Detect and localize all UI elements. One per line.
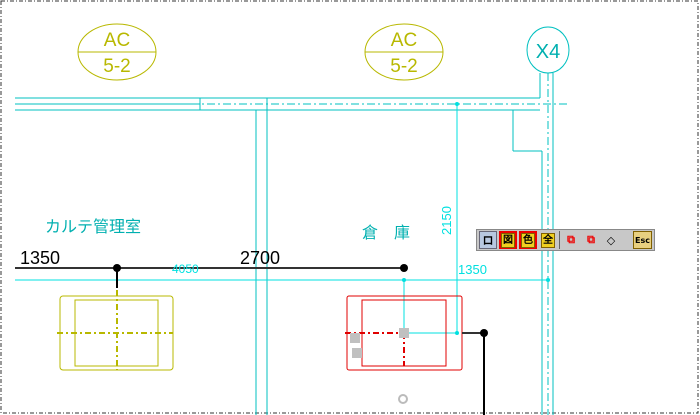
pin-icon: ロ — [482, 234, 494, 247]
ac-tag-2 — [364, 23, 444, 81]
ac-tag-2-top: AC — [391, 30, 417, 51]
all-button[interactable]: 全 — [539, 231, 557, 249]
pin-button[interactable]: ロ — [479, 231, 497, 249]
eraser-icon: ◇ — [606, 233, 616, 247]
separator — [559, 231, 560, 249]
ac-unit-red-selected — [345, 295, 463, 371]
ac-unit-yellow — [57, 290, 174, 371]
grid-label: X4 — [536, 41, 560, 63]
move-icon: ⧉ — [587, 233, 595, 246]
color-button[interactable]: 色 — [519, 231, 537, 249]
erase-button[interactable]: ◇ — [602, 231, 620, 249]
escape-button[interactable]: Esc — [633, 231, 652, 249]
room-label-chart-room: カルテ管理室 — [45, 218, 141, 236]
copy-icon: ⧉ — [567, 233, 575, 246]
grip-handle — [350, 333, 360, 343]
dimension-2700: 2700 — [240, 248, 280, 268]
copy-button[interactable]: ⧉ — [562, 231, 580, 249]
all-icon: 全 — [541, 232, 555, 248]
grip-handle — [352, 348, 362, 358]
move-button[interactable]: ⧉ — [582, 231, 600, 249]
floating-toolbar: ロ 図 色 全 ⧉ ⧉ ◇ Esc — [476, 229, 655, 251]
figure-icon: 図 — [501, 232, 515, 248]
color-icon: 色 — [521, 232, 535, 248]
ac-tag-2-bottom: 5-2 — [390, 56, 417, 77]
dimension-2150: 2150 — [439, 206, 454, 235]
figure-button[interactable]: 図 — [499, 231, 517, 249]
escape-label: Esc — [635, 235, 650, 245]
ac-tag-1 — [77, 23, 157, 81]
room-label-storage: 倉 庫 — [362, 224, 410, 242]
dimension-1350: 1350 — [20, 248, 60, 268]
dimension-1350-b: 1350 — [458, 262, 487, 277]
dimension-4050: 4050 — [172, 262, 199, 276]
ac-tag-1-top: AC — [104, 30, 130, 51]
grip-handle — [399, 328, 409, 338]
ac-tag-1-bottom: 5-2 — [103, 56, 130, 77]
